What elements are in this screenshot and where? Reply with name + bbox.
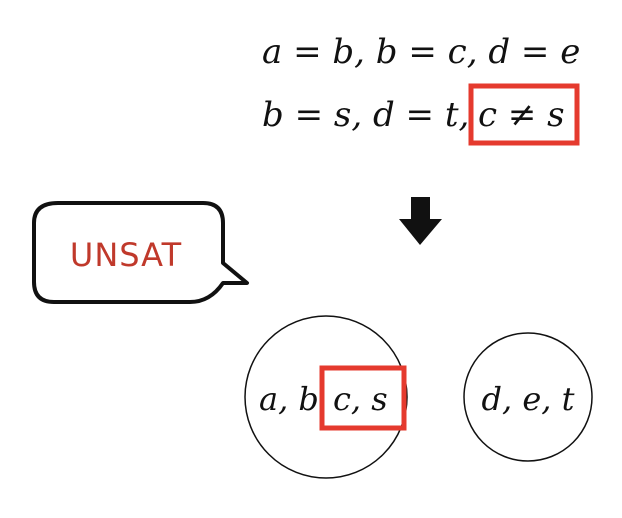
operator: ≠ [497,95,547,135]
disequality-term: c ≠ s [478,95,565,135]
unsat-label: UNSAT [70,236,182,274]
variable: c [478,95,497,135]
class-2-label: d, e, t [482,380,575,418]
variable: s [334,95,351,135]
operator: , [351,95,373,135]
variable: b [332,32,354,72]
operator: = [398,32,448,72]
operator: = [282,32,332,72]
variable: b [376,32,398,72]
variable: c [448,32,467,72]
variable: e [560,32,580,72]
variable: b [262,95,284,135]
class-1-highlight-box [319,365,407,431]
variable: s [547,95,564,135]
operator: , [467,32,489,72]
class-1-highlight-label: c, s [333,380,388,418]
disequality-highlight-box [468,83,580,146]
variable: t [445,95,459,135]
operator: , [459,95,470,135]
operator: = [284,95,334,135]
variable: d [488,32,510,72]
operator: = [395,95,445,135]
down-arrow-icon [399,197,442,245]
variable: a [262,32,282,72]
equation-line-1: a = b, b = c, d = e [262,32,580,72]
equation-line-2: b = s, d = t, [262,95,469,135]
equivalence-class-1: a, b c, s [244,315,408,479]
operator: = [510,32,560,72]
operator: , [354,32,376,72]
variable: d [373,95,395,135]
equivalence-class-2: d, e, t [463,332,593,462]
class-1-label: a, b [259,380,319,418]
unsat-callout: UNSAT [32,201,249,304]
